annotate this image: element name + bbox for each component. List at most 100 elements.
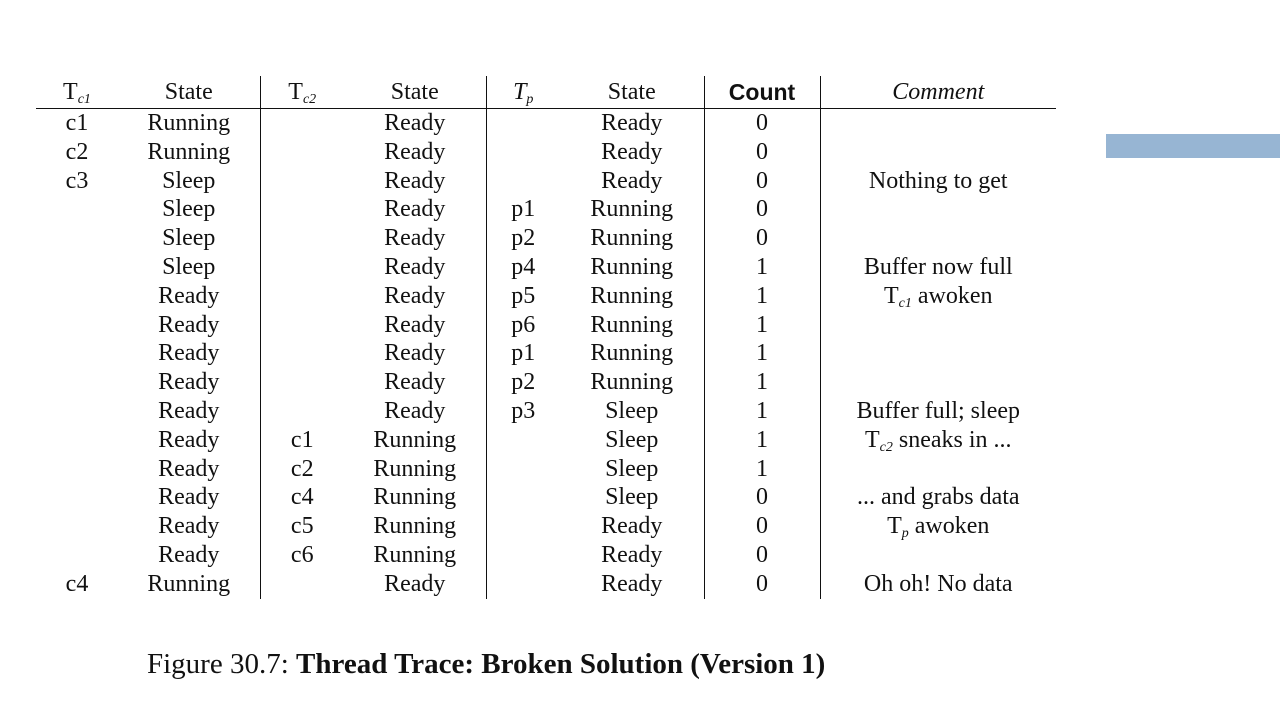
cell-comment bbox=[820, 541, 1056, 570]
cell-state-c1: Ready bbox=[118, 368, 261, 397]
cell-state-c1: Sleep bbox=[118, 252, 261, 282]
cell-count: 0 bbox=[704, 166, 821, 196]
cell-state-c2: Ready bbox=[344, 108, 487, 138]
cell-tc2 bbox=[260, 368, 344, 397]
cell-tp bbox=[486, 455, 560, 484]
cell-state-c2: Running bbox=[344, 425, 487, 455]
figure-caption: Figure 30.7: Thread Trace: Broken Soluti… bbox=[147, 646, 825, 682]
cell-state-c1: Ready bbox=[118, 310, 261, 340]
cell-tc2 bbox=[260, 167, 344, 196]
cell-tc1 bbox=[36, 368, 118, 397]
cell-comment: Oh oh! No data bbox=[863, 570, 1013, 597]
cell-tc2 bbox=[260, 138, 344, 167]
cell-state-c2: Ready bbox=[344, 224, 487, 253]
cell-count: 0 bbox=[704, 137, 821, 167]
cell-tp: p2 bbox=[511, 225, 536, 252]
cell-state-p: Sleep bbox=[560, 483, 705, 513]
cell-tc2: c4 bbox=[290, 484, 314, 511]
cell-state-c1: Ready bbox=[118, 454, 261, 484]
cell-tc2 bbox=[260, 224, 344, 253]
cell-tc1 bbox=[36, 455, 118, 484]
cell-tc1 bbox=[36, 512, 118, 541]
cell-tc1 bbox=[36, 311, 118, 340]
cell-count: 0 bbox=[704, 540, 821, 570]
cell-count: 0 bbox=[704, 512, 821, 541]
cell-state-c1: Sleep bbox=[118, 195, 261, 225]
caption-title: Thread Trace: Broken Solution (Version 1… bbox=[296, 648, 826, 680]
cell-tc1 bbox=[36, 339, 118, 368]
cell-state-p: Running bbox=[560, 368, 705, 397]
cell-tc2: c6 bbox=[290, 541, 314, 568]
caption-prefix: Figure 30.7: bbox=[147, 648, 297, 680]
cell-tc2 bbox=[260, 253, 344, 282]
cell-state-c2: Ready bbox=[344, 195, 487, 225]
cell-count: 1 bbox=[704, 454, 821, 484]
cell-tc1 bbox=[36, 483, 118, 512]
header-state-c1: State bbox=[118, 76, 261, 109]
cell-state-p: Sleep bbox=[560, 396, 705, 426]
cell-tp: p6 bbox=[511, 311, 536, 338]
cell-state-c2: Ready bbox=[344, 569, 487, 599]
cell-tc2 bbox=[260, 311, 344, 340]
cell-state-c1: Ready bbox=[118, 281, 261, 311]
cell-tp: p5 bbox=[511, 282, 536, 309]
cell-state-c1: Ready bbox=[118, 396, 261, 426]
cell-tc1 bbox=[36, 397, 118, 426]
accent-bar bbox=[1106, 134, 1280, 158]
cell-state-c2: Ready bbox=[344, 339, 487, 369]
cell-count: 0 bbox=[704, 224, 821, 253]
cell-tc2: c5 bbox=[290, 513, 314, 540]
cell-state-c2: Ready bbox=[344, 396, 487, 426]
cell-state-c2: Ready bbox=[344, 368, 487, 397]
cell-state-p: Ready bbox=[560, 137, 705, 167]
cell-tc2 bbox=[260, 282, 344, 311]
cell-comment bbox=[820, 109, 1056, 138]
cell-count: 1 bbox=[704, 310, 821, 340]
cell-comment bbox=[820, 224, 1056, 253]
thread-trace-table: Tc1 State Tc2 State Tp State Count Comme… bbox=[36, 76, 1056, 599]
cell-state-c2: Ready bbox=[344, 166, 487, 196]
cell-state-c2: Ready bbox=[344, 310, 487, 340]
header-comment: Comment bbox=[820, 76, 1056, 109]
cell-tc1 bbox=[36, 195, 118, 224]
cell-count: 0 bbox=[704, 483, 821, 513]
cell-tc1 bbox=[36, 224, 118, 253]
cell-tp bbox=[486, 167, 560, 196]
cell-comment bbox=[820, 195, 1056, 224]
cell-tc1: c1 bbox=[65, 110, 89, 136]
cell-state-p: Running bbox=[560, 310, 705, 340]
cell-tc2 bbox=[260, 109, 344, 138]
cell-tc1: c2 bbox=[65, 138, 89, 165]
cell-tc2 bbox=[260, 397, 344, 426]
cell-comment: Nothing to get bbox=[868, 167, 1008, 194]
cell-state-c1: Running bbox=[118, 137, 261, 167]
cell-count: 1 bbox=[704, 281, 821, 311]
cell-tp bbox=[486, 138, 560, 167]
cell-tc1: c3 bbox=[65, 167, 89, 194]
cell-count: 0 bbox=[704, 195, 821, 225]
cell-count: 1 bbox=[704, 339, 821, 369]
cell-tp bbox=[486, 483, 560, 512]
cell-state-p: Sleep bbox=[560, 425, 705, 455]
cell-state-c2: Ready bbox=[344, 252, 487, 282]
cell-state-p: Sleep bbox=[560, 454, 705, 484]
cell-tc2 bbox=[260, 195, 344, 224]
cell-tp bbox=[486, 512, 560, 541]
cell-count: 1 bbox=[704, 425, 821, 455]
cell-comment bbox=[820, 339, 1056, 368]
cell-state-p: Running bbox=[560, 252, 705, 282]
cell-state-c2: Running bbox=[344, 512, 487, 541]
cell-comment bbox=[820, 368, 1056, 397]
